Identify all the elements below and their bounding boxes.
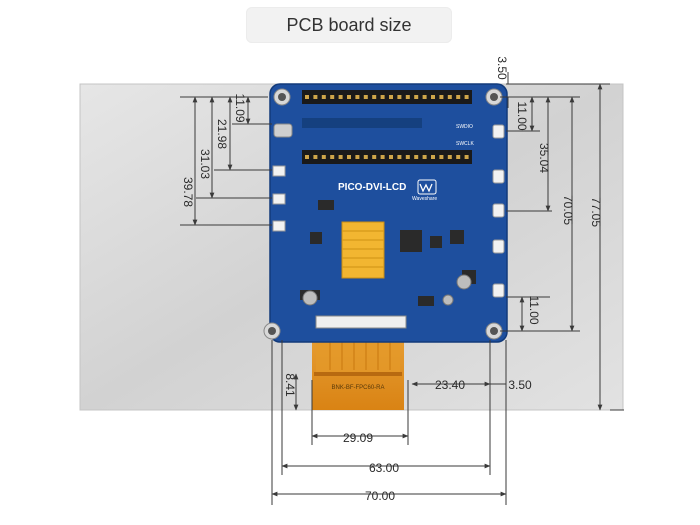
heatsink bbox=[341, 221, 385, 279]
header-pin bbox=[414, 95, 419, 99]
dimension-lines bbox=[180, 72, 624, 505]
dim-bottom-8-41: 8.41 bbox=[283, 373, 297, 397]
dim-bottom-3-50: 3.50 bbox=[508, 378, 532, 392]
header-pin bbox=[456, 155, 461, 159]
dim-bottom-63-00: 63.00 bbox=[369, 461, 399, 475]
header-pin bbox=[363, 155, 368, 159]
mounting-hole-bottom-left bbox=[263, 322, 281, 340]
button-right-2 bbox=[492, 169, 505, 184]
header-pin bbox=[338, 155, 343, 159]
header-pin bbox=[321, 155, 326, 159]
header-pin bbox=[389, 95, 393, 99]
header-pin bbox=[447, 155, 452, 159]
header-pin bbox=[355, 95, 360, 99]
header-pin bbox=[422, 95, 427, 99]
connector-left-3 bbox=[272, 220, 286, 232]
header-pin bbox=[431, 95, 435, 99]
header-pin bbox=[405, 155, 410, 159]
header-pin bbox=[464, 95, 469, 99]
header-pin bbox=[464, 155, 469, 159]
header-pin bbox=[422, 155, 427, 159]
header-top bbox=[302, 90, 472, 104]
header-pin bbox=[321, 95, 326, 99]
header-pin bbox=[330, 95, 335, 99]
header-pin bbox=[447, 95, 452, 99]
dim-bottom-70-00: 70.00 bbox=[365, 489, 395, 503]
header-pin bbox=[372, 95, 377, 99]
dim-left-11-09: 11.09 bbox=[233, 93, 247, 122]
header-pin bbox=[363, 95, 368, 99]
connector-left-2 bbox=[272, 193, 286, 205]
waveshare-logo bbox=[417, 179, 437, 195]
dim-bottom-29-09: 29.09 bbox=[343, 431, 373, 445]
usb-c-port bbox=[273, 123, 293, 138]
header-pin bbox=[305, 155, 309, 159]
board-brand: Waveshare bbox=[412, 196, 437, 202]
header-pin bbox=[330, 155, 335, 159]
board-name: PICO-DVI-LCD bbox=[338, 182, 406, 193]
header-pin bbox=[313, 95, 318, 99]
label-swdio: SWDIO bbox=[456, 124, 473, 130]
button-right-3 bbox=[492, 203, 505, 218]
fpc-label: BNK-BF-FPC60-RA bbox=[331, 385, 384, 391]
dimension-labels: 11.09 21.98 31.03 39.78 11.00 35.04 70.0… bbox=[181, 56, 603, 503]
header-pin bbox=[380, 155, 385, 159]
header-pin bbox=[456, 95, 461, 99]
header-pin bbox=[372, 155, 377, 159]
header-pin bbox=[397, 95, 402, 99]
header-pin bbox=[338, 95, 343, 99]
mounting-hole-top-left bbox=[273, 88, 291, 106]
button-right-5 bbox=[492, 283, 505, 298]
header-pin bbox=[405, 95, 410, 99]
dim-left-39-78: 39.78 bbox=[181, 177, 195, 207]
header-pin bbox=[439, 95, 444, 99]
dim-bottom-23-40: 23.40 bbox=[435, 378, 465, 392]
pcb-board: PICO-DVI-LCD Waveshare SWDIO SWCLK bbox=[263, 83, 508, 343]
header-pin bbox=[389, 155, 393, 159]
header-pin bbox=[355, 155, 360, 159]
title-pill: PCB board size bbox=[246, 7, 452, 43]
header-pin bbox=[397, 155, 402, 159]
dim-left-31-03: 31.03 bbox=[198, 149, 212, 179]
button-right-1 bbox=[492, 124, 505, 139]
connector-left-1 bbox=[272, 165, 286, 177]
mounting-hole-bottom-right bbox=[485, 322, 503, 340]
header-pin bbox=[347, 155, 351, 159]
dim-right-35-04: 35.04 bbox=[537, 143, 551, 173]
header-pin bbox=[305, 95, 309, 99]
header-pin bbox=[439, 155, 444, 159]
header-pin bbox=[347, 95, 351, 99]
header-middle bbox=[302, 150, 472, 164]
header-pin bbox=[313, 155, 318, 159]
button-right-4 bbox=[492, 239, 505, 254]
mounting-hole-top-right bbox=[485, 88, 503, 106]
label-swclk: SWCLK bbox=[456, 141, 474, 147]
header-pin bbox=[380, 95, 385, 99]
header-pin bbox=[414, 155, 419, 159]
header-pin bbox=[431, 155, 435, 159]
dim-right-3-50: 3.50 bbox=[495, 56, 509, 80]
dim-right-77-05: 77.05 bbox=[589, 197, 603, 227]
dim-right-70-05: 70.05 bbox=[561, 195, 575, 225]
dim-right-11-00-bottom: 11.00 bbox=[527, 295, 541, 324]
dim-left-21-98: 21.98 bbox=[215, 119, 229, 149]
page-title: PCB board size bbox=[286, 15, 412, 35]
fpc-connector bbox=[315, 315, 407, 329]
dim-right-11-00-top: 11.00 bbox=[515, 101, 529, 130]
